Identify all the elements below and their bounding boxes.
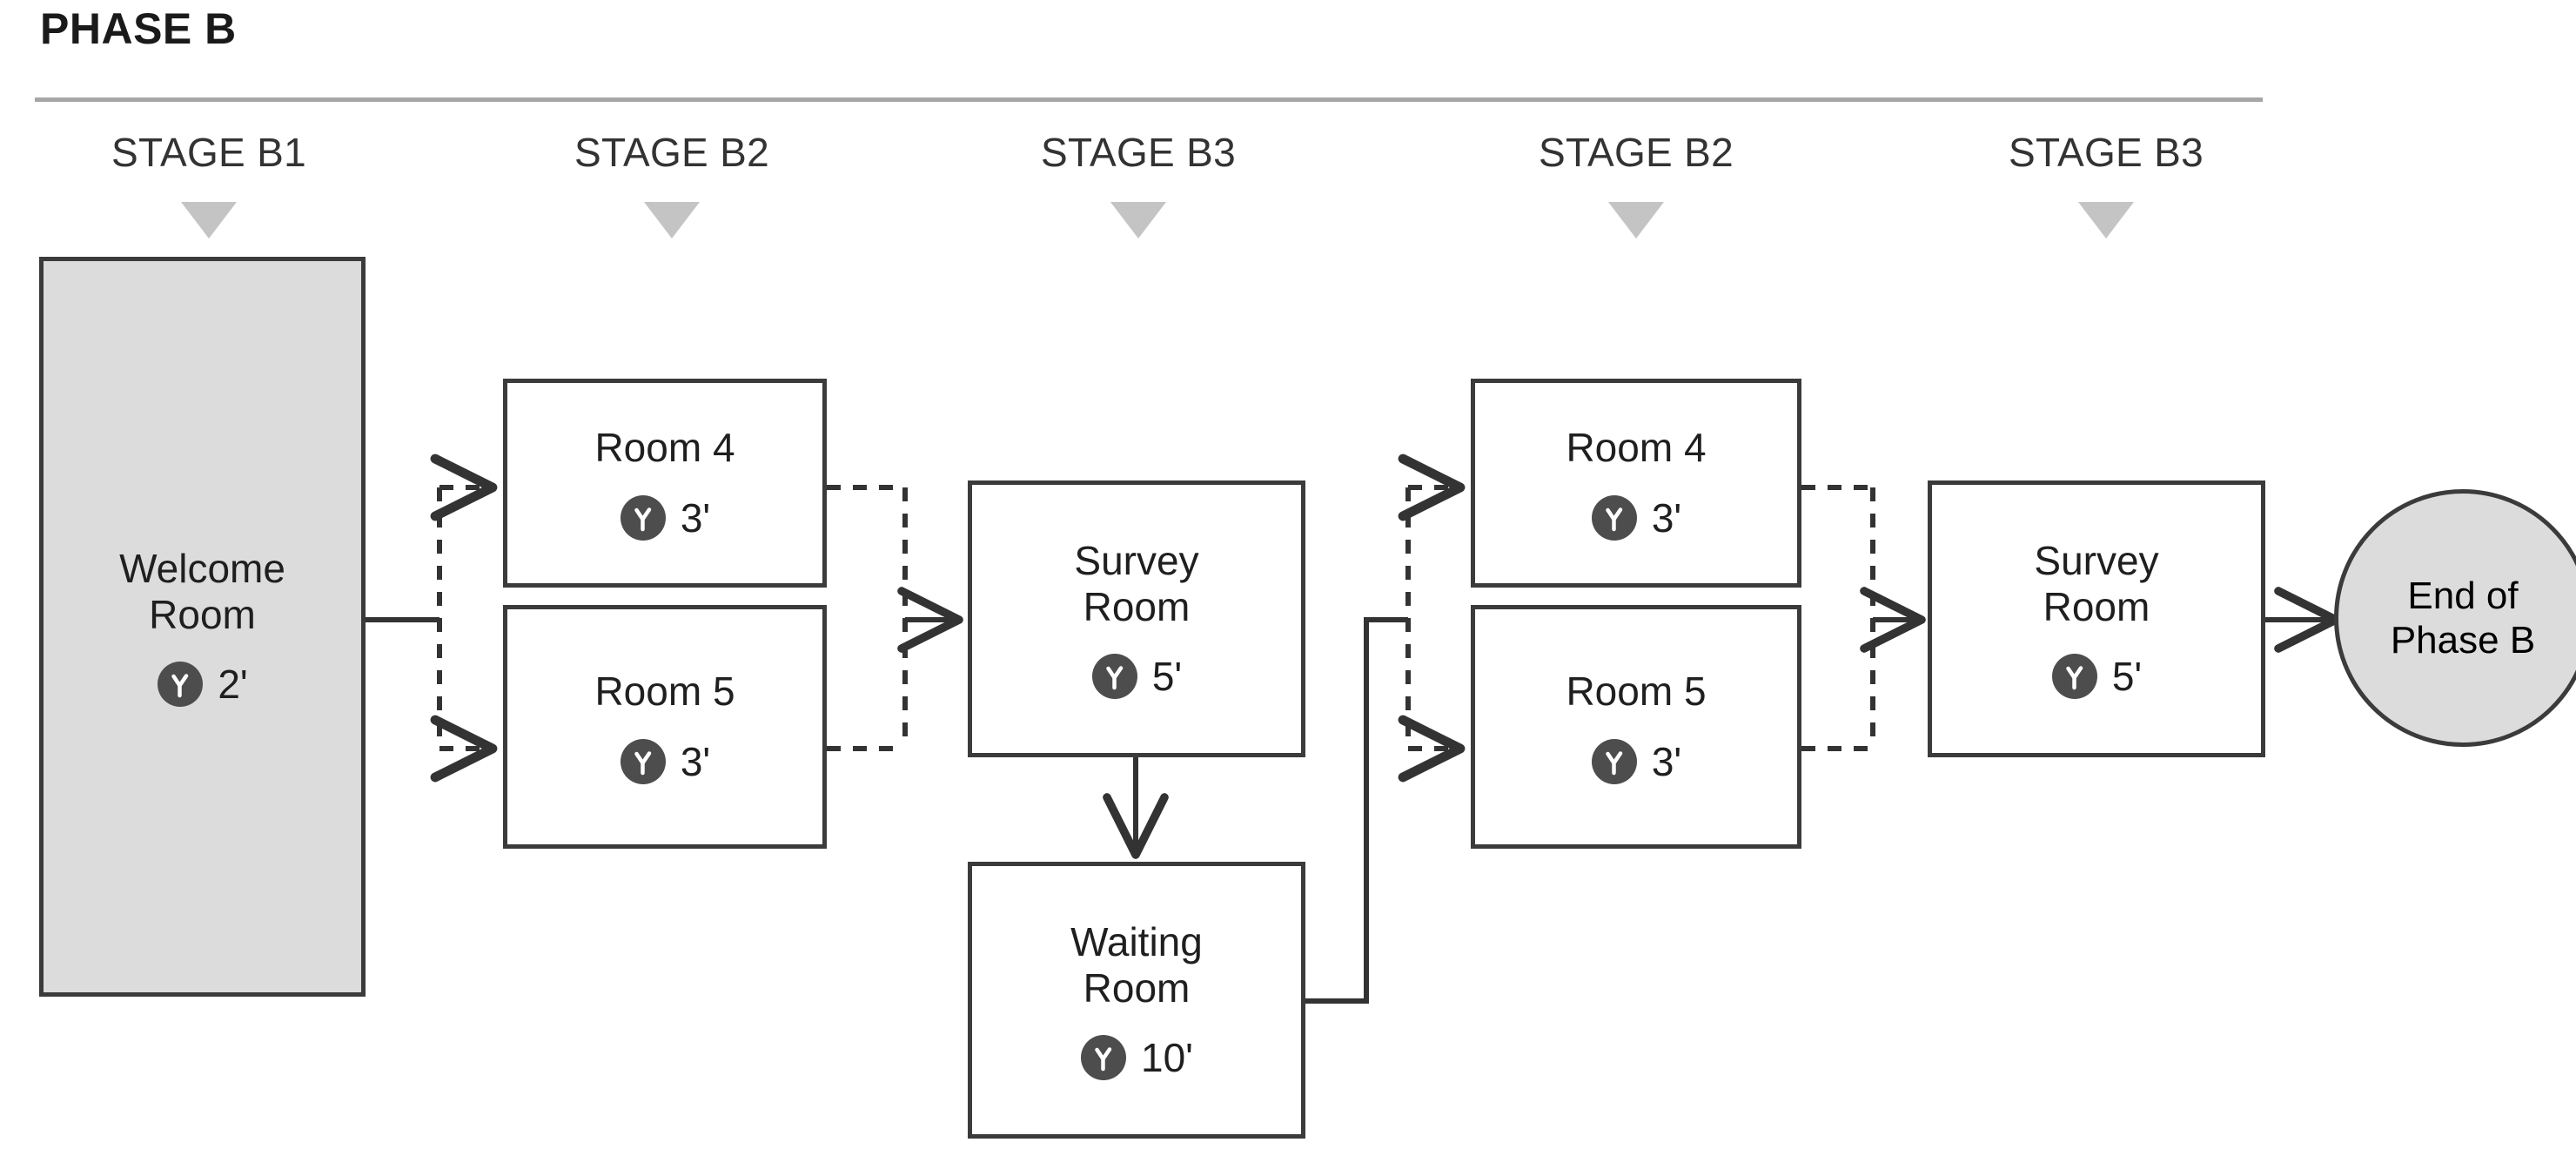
duration-text: 5' [1151, 654, 1183, 700]
node-room-5-first[interactable]: Room 5 3' [503, 605, 827, 849]
duration-text: 3' [680, 738, 711, 784]
clock-icon [620, 494, 666, 541]
duration-text: 3' [680, 494, 711, 541]
duration-text: 2' [218, 662, 248, 708]
node-welcome-room[interactable]: Welcome Room 2' [39, 257, 366, 997]
caret-down-icon [2078, 202, 2134, 239]
duration-text: 3' [1651, 494, 1682, 541]
caret-down-icon [1608, 202, 1664, 239]
node-label: Room 5 [594, 669, 735, 715]
node-survey-room-second[interactable]: Survey Room 5' [1928, 480, 2265, 757]
clock-icon [1591, 494, 1637, 541]
duration-text: 10' [1141, 1035, 1193, 1081]
stage-label-b2-first: STAGE B2 [574, 130, 769, 175]
clock-icon [2051, 654, 2097, 700]
node-survey-room-first[interactable]: Survey Room 5' [968, 480, 1305, 757]
duration-group: 3' [1591, 738, 1681, 785]
clock-icon [620, 738, 666, 784]
node-label: Room 5 [1566, 669, 1707, 715]
duration-group: 10' [1080, 1034, 1193, 1081]
duration-group: 2' [157, 661, 248, 708]
duration-group: 3' [620, 738, 710, 785]
clock-icon [1091, 654, 1137, 700]
node-room-4-second[interactable]: Room 4 3' [1471, 379, 1801, 588]
caret-down-icon [181, 202, 237, 239]
stage-label-b3-second: STAGE B3 [2009, 130, 2204, 175]
duration-text: 5' [2111, 654, 2143, 700]
page-title: PHASE B [40, 4, 237, 53]
node-label: Welcome Room [119, 545, 285, 637]
clock-icon [158, 662, 204, 708]
duration-text: 3' [1651, 738, 1682, 784]
node-waiting-room[interactable]: Waiting Room 10' [968, 862, 1305, 1139]
duration-group: 3' [1591, 494, 1681, 541]
stage-label-b3-first: STAGE B3 [1041, 130, 1236, 175]
node-label: Waiting Room [1070, 918, 1203, 1011]
node-label: Room 4 [1566, 425, 1707, 471]
header-divider [35, 97, 2263, 102]
caret-down-icon [1110, 202, 1166, 239]
duration-group: 3' [620, 494, 710, 541]
node-label: Survey Room [1074, 537, 1199, 629]
node-label: Room 4 [594, 425, 735, 471]
stage-label-b2-second: STAGE B2 [1539, 130, 1734, 175]
stage-label-b1: STAGE B1 [111, 130, 306, 175]
duration-group: 5' [2051, 653, 2142, 700]
node-room-4-first[interactable]: Room 4 3' [503, 379, 827, 588]
node-end-of-phase-b[interactable]: End of Phase B [2334, 489, 2576, 747]
duration-group: 5' [1091, 653, 1182, 700]
caret-down-icon [644, 202, 700, 239]
node-label: End of Phase B [2390, 574, 2536, 662]
node-room-5-second[interactable]: Room 5 3' [1471, 605, 1801, 849]
node-label: Survey Room [2034, 537, 2159, 629]
clock-icon [1081, 1035, 1127, 1081]
clock-icon [1591, 738, 1637, 784]
